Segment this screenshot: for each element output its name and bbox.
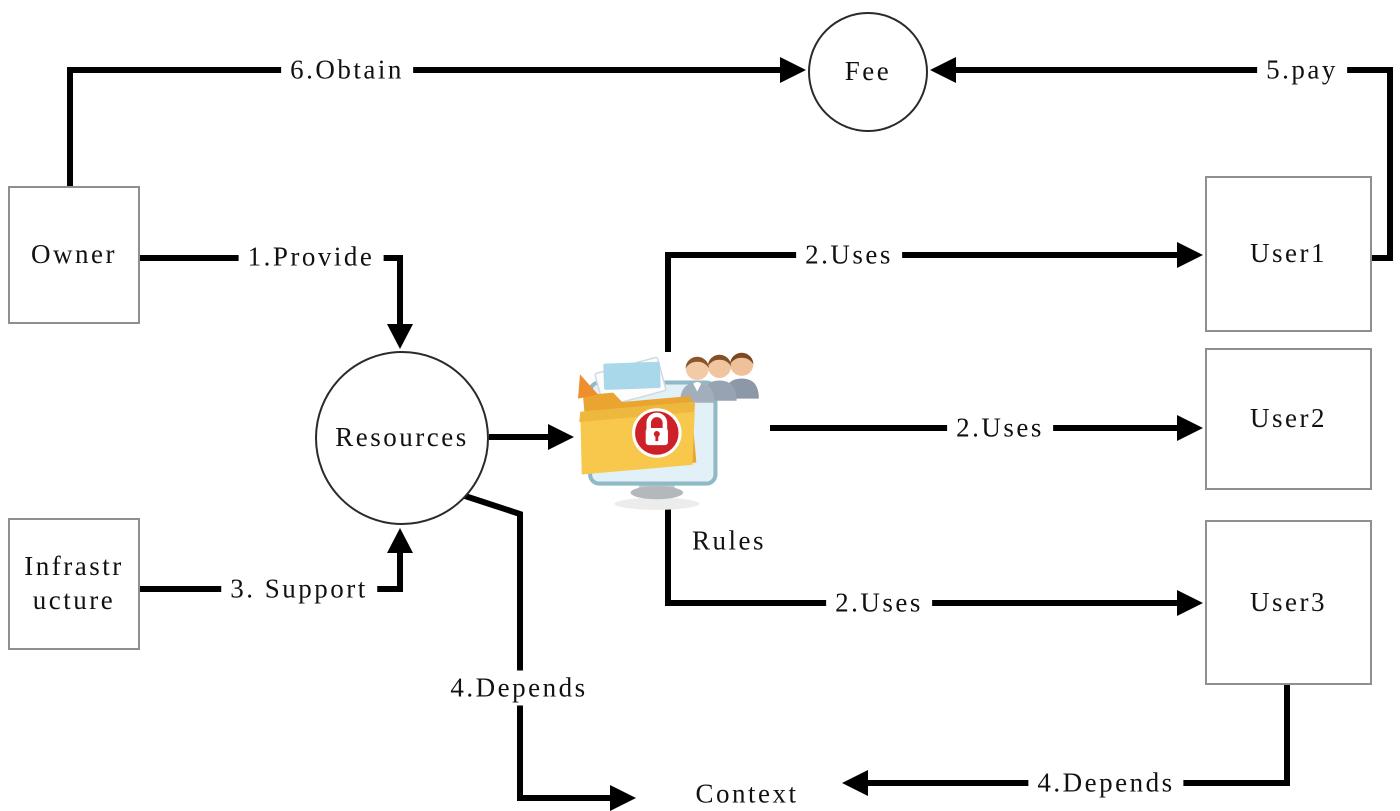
node-user1-label: User1 bbox=[1250, 238, 1327, 269]
edge-label-uses-bottom: 2.Uses bbox=[826, 585, 932, 621]
edge-uses-bottom-line bbox=[665, 508, 1180, 606]
node-resources-label: Resources bbox=[335, 422, 469, 453]
pencil-icon bbox=[578, 374, 599, 399]
edge-label-depends-left: 4.Depends bbox=[441, 670, 597, 706]
context-label: Context bbox=[686, 776, 808, 811]
node-user3: User3 bbox=[1205, 520, 1372, 685]
edge-resources-icon-arrowhead-icon bbox=[548, 424, 574, 450]
edge-uses-top-line bbox=[665, 252, 1180, 352]
edge-label-uses-top: 2.Uses bbox=[796, 237, 902, 273]
node-owner: Owner bbox=[8, 186, 140, 324]
lock-icon bbox=[632, 408, 682, 458]
node-fee-label: Fee bbox=[844, 56, 892, 87]
edge-uses-bottom-arrowhead-icon bbox=[1177, 590, 1203, 616]
node-infrastructure-label-line2: ucture bbox=[32, 585, 116, 615]
edge-depends-left-line bbox=[461, 492, 612, 801]
edge-provide-line bbox=[140, 255, 403, 326]
edge-uses-top-arrowhead-icon bbox=[1177, 242, 1203, 268]
node-user1: User1 bbox=[1205, 176, 1372, 332]
node-infrastructure-label-line1: Infrastr bbox=[24, 551, 124, 582]
users-group-icon bbox=[680, 352, 759, 403]
edge-label-support: 3. Support bbox=[221, 571, 377, 607]
edge-label-obtain: 6.Obtain bbox=[281, 52, 413, 88]
edge-obtain-line bbox=[67, 67, 784, 188]
node-resources: Resources bbox=[315, 351, 489, 525]
edge-obtain-arrowhead-icon bbox=[780, 57, 806, 83]
edge-depends-right-line bbox=[866, 685, 1290, 786]
edge-label-depends-right: 4.Depends bbox=[1028, 765, 1184, 801]
edge-depends-left-arrowhead-icon bbox=[610, 785, 636, 811]
node-user3-label: User3 bbox=[1250, 586, 1327, 617]
edge-depends-right-arrowhead-icon bbox=[842, 770, 868, 796]
edge-provide-arrowhead-icon bbox=[387, 324, 413, 349]
secure-shared-resources-icon-art bbox=[578, 352, 759, 510]
node-user2: User2 bbox=[1205, 348, 1372, 490]
folder-icon bbox=[579, 356, 697, 475]
node-owner-label: Owner bbox=[31, 239, 117, 270]
node-infrastructure-label: Infrastr ucture bbox=[24, 550, 123, 618]
rules-label: Rules bbox=[682, 523, 776, 559]
edge-support-arrowhead-icon bbox=[387, 528, 413, 553]
node-infrastructure: Infrastr ucture bbox=[8, 518, 140, 650]
node-fee: Fee bbox=[808, 12, 928, 132]
edge-uses-middle-arrowhead-icon bbox=[1177, 415, 1203, 441]
secure-shared-resources-icon bbox=[578, 348, 770, 512]
edge-label-uses-middle: 2.Uses bbox=[947, 410, 1053, 446]
edge-pay-line bbox=[952, 67, 1393, 261]
edge-pay-arrowhead-icon bbox=[930, 57, 956, 83]
edge-label-provide: 1.Provide bbox=[238, 239, 384, 275]
node-user2-label: User2 bbox=[1250, 403, 1327, 434]
edge-label-pay: 5.pay bbox=[1257, 52, 1347, 88]
